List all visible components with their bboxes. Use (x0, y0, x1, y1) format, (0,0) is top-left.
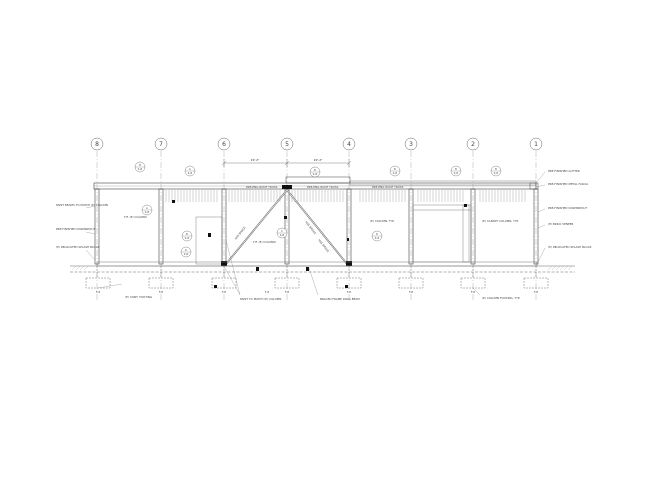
callout-11-top: D (376, 233, 378, 236)
note-bottom-2: PAINT TO MATCH (E) COLUMN (240, 297, 281, 301)
grid-label-7: 7 (159, 141, 163, 148)
callout-7-bottom: S-# (145, 211, 149, 214)
grid-bubble-4: 4 (342, 137, 356, 151)
note-left-2: PRE-FINISHED DOWNSPOUT (56, 227, 95, 231)
callout-3-bottom: S-# (313, 173, 317, 176)
roof-deck-hatch (165, 190, 526, 202)
note-right-3: PRE-FINISHED DOWNSPOUT (548, 206, 587, 210)
note-right-1: PRE-FINISHED GUTTER (548, 169, 580, 173)
callout-11-bottom: S-# (375, 237, 379, 240)
grid-bubble-3: 3 (404, 137, 418, 151)
note-left-1: PAINT BEAMS TO MATCH (E) COLUMN (56, 203, 108, 207)
note-right-2: PRE-FINISHED METAL FASCIA (548, 182, 588, 186)
note-bottom-1: (E) CONT. FOOTING (125, 295, 152, 299)
leader-lines (85, 171, 546, 296)
footing-tag-1: F-# (96, 291, 100, 294)
note-mid-3: (E) CANOPY COLUMN, TYP. (482, 219, 519, 223)
callout-2-bottom: S-# (188, 172, 192, 175)
callout-4: B S-# (389, 165, 401, 177)
braced-frame-inner (225, 189, 348, 265)
footing-tag-8: F-# (534, 291, 538, 294)
callout-3-top: B (314, 169, 316, 172)
callout-9: D S-# (180, 246, 192, 258)
note-bottom-3: BRACED FRAME DRAG BEAM (320, 297, 360, 301)
note-bottom-4: (E) COLUMN FOOTING, TYP. (482, 296, 520, 300)
grid-label-4: 4 (347, 141, 351, 148)
callout-1-bottom: S-# (138, 168, 142, 171)
grade-line (70, 265, 575, 273)
brace-label-1: HSS BRACE (234, 225, 247, 240)
callout-5: B S-# (450, 165, 462, 177)
grid-label-6: 6 (222, 141, 226, 148)
roof-label-2: PRE-ENG ROOF TRUSS (307, 185, 339, 189)
grid-bubble-7: 7 (154, 137, 168, 151)
connection-marks (172, 200, 467, 288)
footing-tag-5: F-# (347, 291, 351, 294)
note-right-5: (E) RELOCATED SPLASH BLOCK (548, 245, 592, 249)
callout-5-top: B (455, 168, 457, 171)
callout-7-top: A (146, 207, 148, 210)
footing-tag-3: F-# (222, 291, 226, 294)
foundation-slab (96, 261, 538, 267)
grid-bubble-1: 1 (529, 137, 543, 151)
callout-10-top: C (281, 230, 283, 233)
callout-7: A S-# (141, 204, 153, 216)
grid-bubble-8: 8 (90, 137, 104, 151)
footing-tag-2: F-# (159, 291, 163, 294)
callout-6-bottom: S-# (494, 172, 498, 175)
note-left-3: (E) RELOCATED SPLASH BLOCK (56, 245, 100, 249)
callout-1: B S-# (134, 161, 146, 173)
grid-label-3: 3 (409, 141, 413, 148)
footing-tag-7: F-# (471, 291, 475, 294)
dimension-string (221, 159, 352, 167)
callout-6: B S-# (490, 165, 502, 177)
grid-bubble-5: 5 (280, 137, 294, 151)
note-mid-1: T/F. (E) COLUMN (123, 215, 147, 219)
grid-lines (96, 151, 537, 300)
callout-8: B S-# (181, 230, 193, 242)
callout-10: C S-# (276, 227, 288, 239)
callout-2: A S-# (184, 165, 196, 177)
grid-bubble-6: 6 (217, 137, 231, 151)
callout-5-bottom: S-# (454, 172, 458, 175)
note-mid-4: T/F. (E) COLUMN (252, 240, 276, 244)
footing-tag-4: F-# (285, 291, 289, 294)
grid-label-2: 2 (471, 141, 475, 148)
brace-gusset-plates (221, 185, 352, 266)
callout-9-top: D (185, 249, 187, 252)
callout-6-top: B (495, 168, 497, 171)
callout-11: D S-# (371, 230, 383, 242)
callout-4-bottom: S-# (393, 172, 397, 175)
footing-tag-6: F-# (409, 291, 413, 294)
callout-1-top: B (139, 164, 141, 167)
ground-hatch (71, 265, 573, 271)
callout-3: B S-# (309, 166, 321, 178)
roof-label-1: PRE-ENG ROOF TRUSS (246, 185, 278, 189)
callout-8-bottom: S-# (185, 237, 189, 240)
footings (85, 266, 549, 289)
brace-label-2: HSS BRACE (304, 220, 317, 235)
grid-label-8: 8 (95, 141, 99, 148)
note-mid-2: (E) COLUMN, TYP. (370, 219, 394, 223)
roof-label-3: PRE-ENG ROOF TRUSS (372, 185, 404, 189)
callout-9-bottom: S-# (184, 253, 188, 256)
grid-label-5: 5 (285, 141, 289, 148)
callout-8-top: B (186, 233, 188, 236)
footing-tag-9: F-# (265, 291, 269, 294)
callout-4-top: B (394, 168, 396, 171)
callout-10-bottom: S-# (280, 234, 284, 237)
callout-2-top: A (189, 168, 191, 171)
grid-label-1: 1 (534, 141, 538, 148)
note-right-4: (E) BRICK VENEER (548, 222, 574, 226)
dimension-label-1: ##'-#" (251, 159, 260, 162)
grid-bubble-2: 2 (466, 137, 480, 151)
dimension-label-2: ##'-#" (314, 159, 323, 162)
